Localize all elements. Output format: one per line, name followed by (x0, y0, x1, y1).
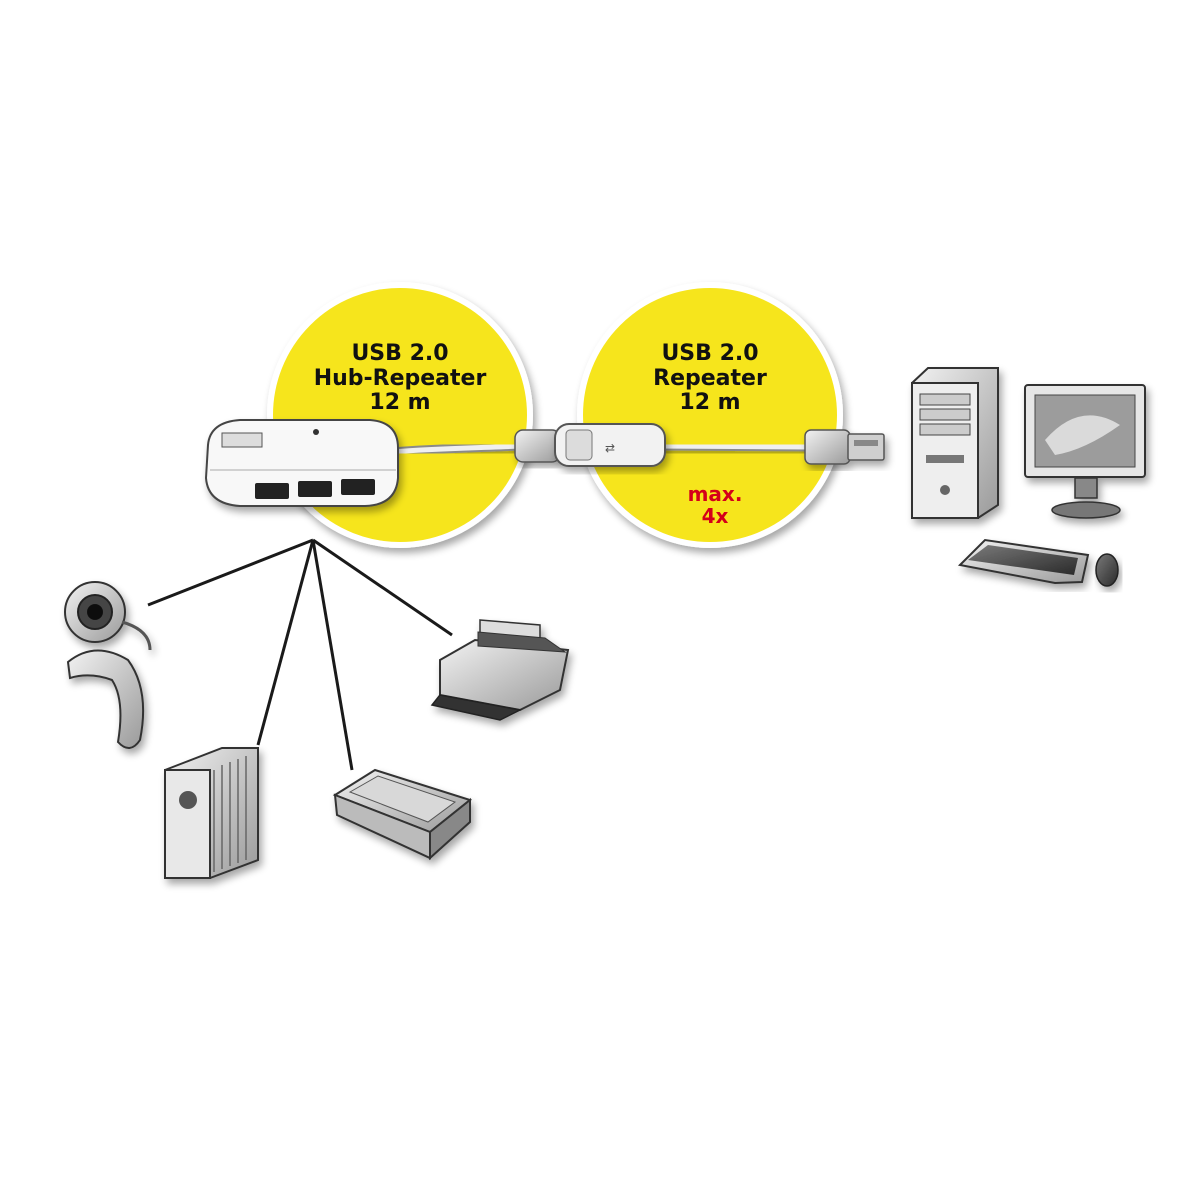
repeater-line2: Repeater (653, 365, 767, 391)
repeater-line1: USB 2.0 (661, 341, 759, 366)
hub-repeater-line2: Hub-Repeater (313, 365, 487, 391)
printer-icon (430, 619, 570, 721)
usb-cable (391, 441, 811, 457)
keyboard-icon (957, 538, 1090, 585)
mouse-icon (1095, 553, 1119, 587)
monitor-icon (1024, 384, 1146, 519)
max-line1: max. (687, 482, 743, 506)
usb-a-plug-icon (804, 429, 885, 465)
hub-repeater-line3: 12 m (369, 390, 431, 416)
external-drive-icon (164, 747, 259, 879)
hub-device-icon (204, 419, 399, 507)
webcam-icon (64, 581, 152, 749)
hub-repeater-label: USB 2.0 Hub-Repeater 12 m (280, 341, 520, 416)
repeater-label: USB 2.0 Repeater 12 m (580, 341, 840, 416)
repeater-circle (577, 282, 843, 548)
pc-tower-icon (911, 367, 999, 519)
max-repeater-label: max. 4x (620, 483, 810, 528)
scanner-icon (332, 768, 473, 861)
hub-repeater-line1: USB 2.0 (351, 341, 449, 366)
svg-text:⇄: ⇄ (605, 441, 615, 455)
usb-plug-icon (514, 429, 561, 463)
max-line2: 4x (701, 504, 729, 529)
repeater-body-icon: ⇄ (554, 423, 666, 467)
repeater-line3: 12 m (679, 390, 741, 416)
hub-connection-lines (147, 538, 453, 771)
